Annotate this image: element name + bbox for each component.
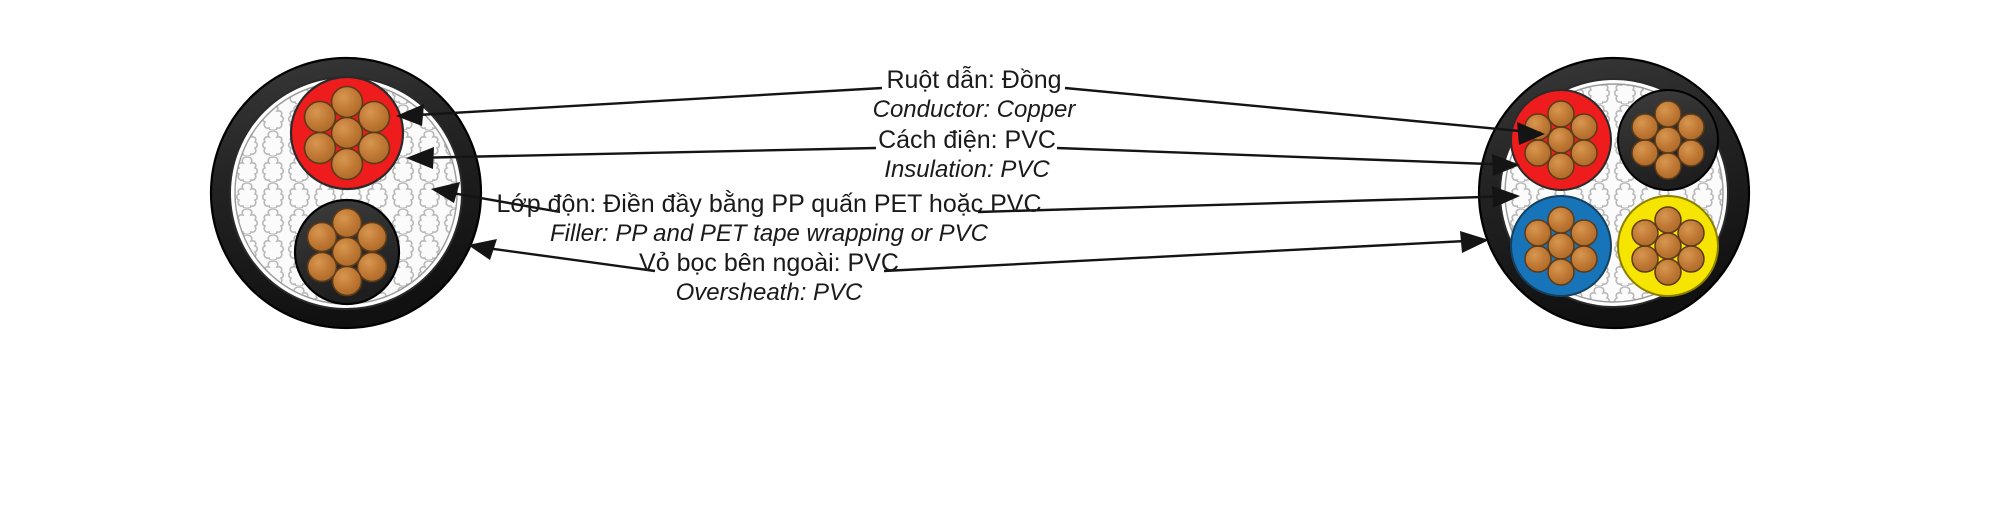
leader-insulation-right bbox=[1056, 146, 1520, 176]
left-core-red-conductor bbox=[303, 85, 391, 181]
right-cable-core-black bbox=[1617, 89, 1719, 191]
label-filler-vi: Lớp độn: Điền đầy bằng PP quấn PET hoặc … bbox=[496, 189, 1041, 218]
label-block-conductor: Ruột dẫn: Đồng Conductor: Copper bbox=[873, 65, 1077, 123]
label-conductor-en: Conductor: Copper bbox=[873, 96, 1077, 123]
left-core-black-conductor bbox=[306, 207, 388, 297]
leader-oversheath-right bbox=[883, 231, 1489, 273]
leader-conductor-left bbox=[396, 86, 883, 126]
label-filler-en: Filler: PP and PET tape wrapping or PVC bbox=[550, 220, 989, 247]
label-conductor-vi: Ruột dẫn: Đồng bbox=[886, 65, 1061, 94]
left-cable-core-black bbox=[293, 198, 401, 306]
leader-conductor-right bbox=[1064, 86, 1545, 145]
right-core-blue-conductor bbox=[1524, 206, 1598, 286]
leader-filler-left bbox=[431, 182, 561, 214]
label-oversheath-vi: Vỏ bọc bên ngoài: PVC bbox=[639, 249, 899, 277]
leader-filler-right bbox=[977, 186, 1520, 214]
label-insulation-vi: Cách điện: PVC bbox=[878, 126, 1056, 154]
right-cable-core-red bbox=[1510, 89, 1612, 191]
label-block-insulation: Cách điện: PVC Insulation: PVC bbox=[878, 126, 1056, 183]
leader-oversheath-left bbox=[468, 239, 656, 273]
right-cable-core-blue bbox=[1510, 195, 1612, 297]
right-cable-four-core bbox=[1477, 56, 1751, 330]
right-core-yellow-conductor bbox=[1631, 206, 1705, 286]
right-cable-core-yellow bbox=[1617, 195, 1719, 297]
label-insulation-en: Insulation: PVC bbox=[884, 156, 1050, 183]
label-block-filler: Lớp độn: Điền đầy bằng PP quấn PET hoặc … bbox=[496, 189, 1041, 247]
label-oversheath-en: Oversheath: PVC bbox=[676, 279, 863, 306]
leader-insulation-left bbox=[406, 146, 877, 169]
left-cable-core-red bbox=[289, 75, 405, 191]
label-block-oversheath: Vỏ bọc bên ngoài: PVC Oversheath: PVC bbox=[639, 249, 899, 306]
left-cable-two-core bbox=[209, 56, 483, 330]
right-core-black-conductor bbox=[1631, 100, 1705, 180]
